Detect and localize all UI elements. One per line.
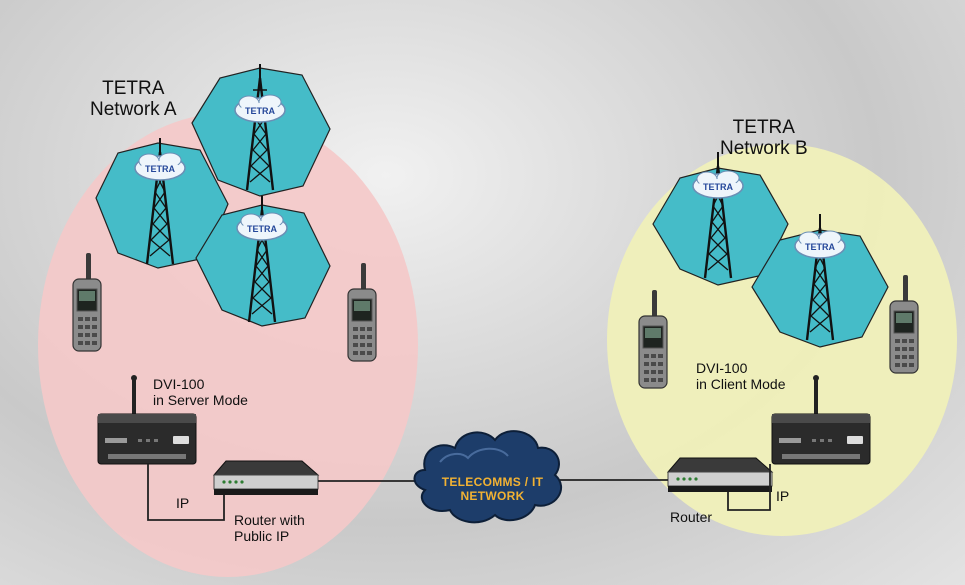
svg-text:TETRA: TETRA	[703, 182, 733, 192]
cell-b2	[751, 229, 889, 348]
ip-link-a	[147, 464, 225, 521]
network-a-cells	[95, 67, 331, 327]
ip-link-a-label: IP	[176, 495, 190, 511]
cell-a2	[191, 67, 331, 197]
router-b-device	[667, 457, 773, 493]
network-a-title-line1: TETRA	[102, 78, 165, 99]
router-a-device	[213, 460, 319, 496]
network-b-title-line1: TETRA	[732, 117, 795, 138]
cloud-label-line2: NETWORK	[460, 488, 525, 503]
tetra-logo-icon: TETRA	[236, 212, 288, 241]
network-a-title-line2: Network A	[90, 99, 177, 121]
tetra-logo-icon: TETRA	[794, 230, 846, 259]
server-device-label-line1: DVI-100	[153, 376, 205, 392]
dvi-server-device	[97, 375, 197, 465]
network-a-title: TETRA Network A	[90, 78, 177, 121]
svg-text:TETRA: TETRA	[805, 242, 835, 252]
svg-text:TETRA: TETRA	[245, 106, 275, 116]
cloud-icon	[413, 430, 562, 524]
router-a-label-line2: Public IP	[234, 527, 290, 544]
client-device-label-line2: in Client Mode	[696, 375, 786, 392]
server-device-label: DVI-100 in Server Mode	[153, 376, 248, 408]
cloud-label-line1: TELECOMMS / IT	[441, 475, 544, 489]
network-b-title: TETRA Network B	[720, 117, 808, 160]
router-a-label-line1: Router with	[234, 512, 305, 528]
router-a-label: Router with Public IP	[234, 512, 305, 544]
dvi-client-device	[771, 375, 871, 465]
tetra-logo-icon: TETRA	[234, 94, 286, 123]
tetra-logo-icon: TETRA	[134, 152, 186, 181]
cell-a3	[195, 204, 331, 327]
server-device-label-line2: in Server Mode	[153, 391, 248, 408]
tetra-logo-icon: TETRA	[692, 170, 744, 199]
client-device-label: DVI-100 in Client Mode	[696, 360, 786, 392]
client-device-label-line1: DVI-100	[696, 360, 748, 376]
svg-text:TETRA: TETRA	[145, 164, 175, 174]
cell-a1	[95, 142, 229, 269]
ip-link-b-label: IP	[776, 488, 790, 504]
svg-text:TETRA: TETRA	[247, 224, 277, 234]
router-b-label: Router	[670, 509, 713, 525]
network-b-title-line2: Network B	[720, 138, 808, 160]
ip-link-b	[727, 464, 771, 511]
cloud-label: TELECOMMS / IT NETWORK	[425, 475, 560, 504]
network-links	[147, 464, 771, 521]
